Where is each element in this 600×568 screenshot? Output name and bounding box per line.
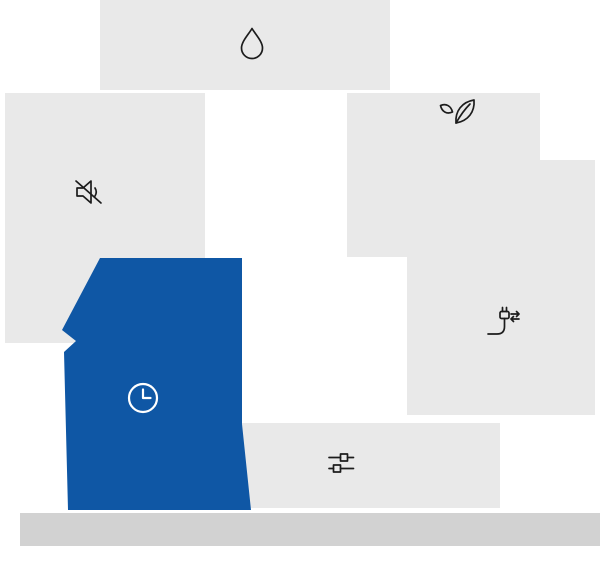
clock-icon [123, 378, 163, 418]
water-drop-icon [234, 24, 270, 60]
plug-sync-icon [481, 302, 521, 342]
tile-water[interactable] [100, 0, 390, 90]
tile-remote[interactable] [407, 160, 595, 415]
sliders-icon [321, 443, 361, 483]
footer-strip [20, 513, 600, 546]
leaf-eco-icon [437, 92, 477, 132]
speaker-mute-icon [68, 172, 108, 212]
tile-mute[interactable] [5, 93, 205, 343]
tile-settings[interactable] [213, 423, 500, 508]
